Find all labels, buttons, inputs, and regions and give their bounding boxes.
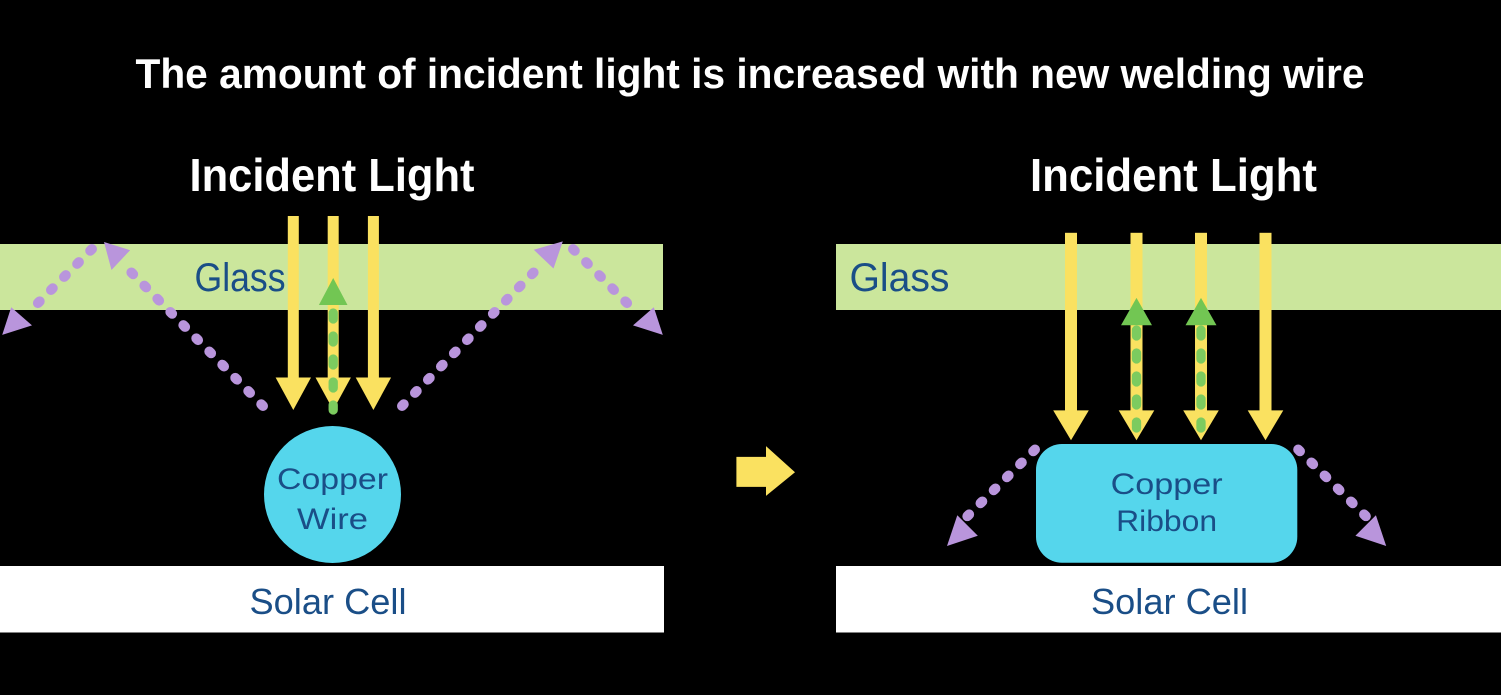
svg-text:Incident Light: Incident Light	[1030, 149, 1317, 201]
svg-text:Copper: Copper	[1111, 468, 1223, 501]
svg-text:The amount of incident light i: The amount of incident light is increase…	[136, 50, 1365, 97]
svg-text:Wire: Wire	[297, 503, 368, 536]
svg-text:Copper: Copper	[277, 463, 388, 496]
svg-text:Incident Light: Incident Light	[190, 149, 475, 201]
svg-text:Solar Cell: Solar Cell	[1091, 581, 1248, 622]
svg-text:Ribbon: Ribbon	[1116, 505, 1217, 538]
svg-text:Glass: Glass	[195, 256, 286, 300]
svg-text:Solar Cell: Solar Cell	[250, 581, 407, 622]
svg-text:Glass: Glass	[850, 256, 950, 300]
